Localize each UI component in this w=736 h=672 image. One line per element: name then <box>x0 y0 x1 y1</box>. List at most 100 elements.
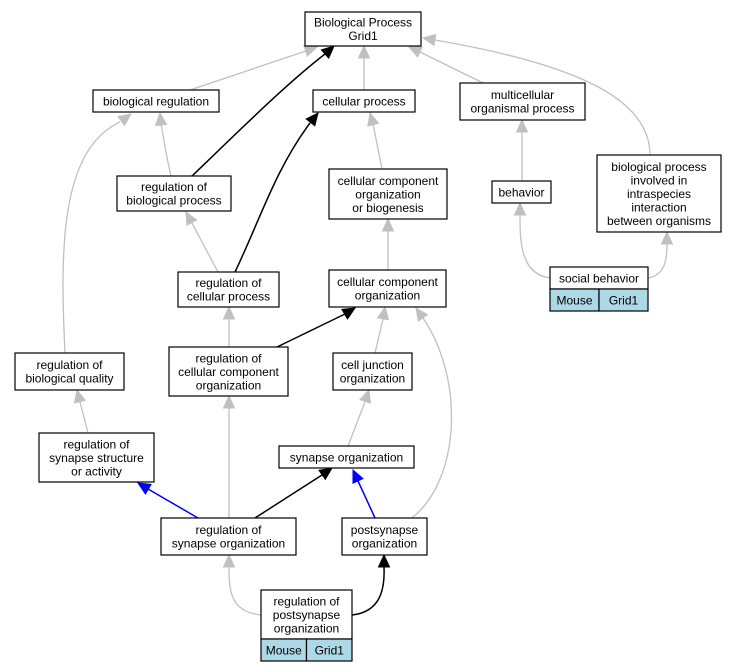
arrowhead-regulation-of-biological-process-to-biological-regulation <box>154 111 168 127</box>
node-label-line: biological process <box>126 194 221 208</box>
node-box <box>341 517 428 556</box>
node-box <box>168 346 289 397</box>
node-label-line: organization <box>196 378 261 392</box>
edge-regulation-of-cellular-process-to-cellular-process <box>234 122 311 273</box>
node-box <box>116 175 232 212</box>
node-label-line: or biogenesis <box>352 201 423 215</box>
node-regulation-of-postsynapse-organization[interactable]: regulation ofpostsynapseorganizationMous… <box>260 589 353 662</box>
node-label-line: synapse organization <box>290 450 403 464</box>
node-box <box>459 82 586 121</box>
node-behavior[interactable]: behavior <box>491 180 552 204</box>
edge-postsynapse-organization-to-cellular-component-organization <box>411 317 453 519</box>
node-label-line: cellular process <box>322 94 405 108</box>
edge-regulation-of-synapse-organization-to-synapse-organization <box>254 474 323 519</box>
arrowhead-postsynapse-organization-to-synapse-organization <box>352 468 364 484</box>
node-label-line: cell junction <box>341 358 404 372</box>
arrowhead-cell-junction-organization-to-cellular-component-organization <box>376 305 390 321</box>
node-label-line: regulation of <box>36 358 103 372</box>
node-label-line: social behavior <box>559 271 639 285</box>
tag-label-grid1: Grid1 <box>315 643 345 657</box>
edge-synapse-organization-to-cell-junction-organization <box>347 401 366 447</box>
arrowhead-regulation-of-cellular-component-organization-to-regulation-of-cellular-process <box>222 305 236 320</box>
node-label-line: regulation of <box>195 276 262 290</box>
edge-cell-junction-organization-to-cellular-component-organization <box>374 318 384 354</box>
arrowhead-regulation-of-postsynapse-organization-to-postsynapse-organization <box>377 553 391 568</box>
node-box <box>177 271 280 308</box>
node-label-line: between organisms <box>607 214 711 228</box>
node-box <box>312 89 416 113</box>
node-label-line: organization <box>355 187 420 201</box>
node-label-line: regulation of <box>63 437 130 451</box>
edge-regulation-of-postsynapse-organization-to-postsynapse-organization <box>351 566 385 616</box>
tag-box-grid1 <box>305 638 353 662</box>
arrowhead-postsynapse-organization-to-cellular-component-organization <box>415 307 429 322</box>
node-box <box>332 352 413 391</box>
node-label-line: Biological Process <box>314 16 412 30</box>
edge-biological-regulation-to-root <box>189 49 310 91</box>
node-label-line: biological process <box>611 160 706 174</box>
node-synapse-organization[interactable]: synapse organization <box>278 445 415 469</box>
edge-social-behavior-to-behavior <box>519 214 552 279</box>
node-box <box>14 352 125 391</box>
arrowhead-regulation-of-postsynapse-organization-to-regulation-of-synapse-organization <box>222 553 236 568</box>
node-label-line: organismal process <box>470 102 574 116</box>
node-label-line: organization <box>352 537 417 551</box>
arrowhead-social-behavior-to-behavior <box>513 201 527 216</box>
node-label-line: postsynapse <box>351 523 419 537</box>
node-label-line: synapse structure <box>49 451 144 465</box>
edge-biological-process-involved-in-intraspecies-interaction-to-root <box>434 39 651 156</box>
arrowhead-cellular-component-organization-to-cellular-component-organization-or-biogenesis <box>381 217 395 232</box>
arrowhead-regulation-of-synapse-organization-to-regulation-of-cellular-component-organization <box>222 394 236 409</box>
arrowhead-biological-process-involved-in-intraspecies-interaction-to-root <box>421 33 437 47</box>
edge-regulation-of-biological-process-to-biological-regulation <box>160 123 172 177</box>
edge-regulation-of-cellular-component-organization-to-cellular-component-organization <box>276 313 346 348</box>
arrowhead-social-behavior-to-biological-process-involved-in-intraspecies-interaction <box>660 230 674 245</box>
edge-regulation-of-biological-process-to-root <box>191 53 326 177</box>
arrowhead-cellular-process-to-root <box>357 44 371 59</box>
tag-label-mouse: Mouse <box>556 293 592 307</box>
node-box <box>596 154 722 233</box>
node-cellular-process[interactable]: cellular process <box>312 89 416 113</box>
node-label-line: multicellular <box>491 88 554 102</box>
arrowhead-regulation-of-biological-process-to-root <box>320 45 335 59</box>
arrowhead-regulation-of-synapse-organization-to-synapse-organization <box>318 467 333 481</box>
arrowhead-behavior-to-multicellular-organismal-process <box>515 118 529 133</box>
node-label-line: biological quality <box>25 372 113 386</box>
edge-multicellular-organismal-process-to-root <box>419 51 484 84</box>
node-box <box>38 432 155 483</box>
tag-label-grid1: Grid1 <box>609 293 639 307</box>
arrowhead-regulation-of-cellular-process-to-regulation-of-biological-process <box>185 210 198 226</box>
edge-regulation-of-synapse-organization-to-regulation-of-synapse-structure-or-activity <box>147 488 199 519</box>
node-label-line: behavior <box>498 185 544 199</box>
edge-postsynapse-organization-to-synapse-organization <box>357 480 376 519</box>
tag-label-mouse: Mouse <box>266 643 302 657</box>
node-label-line: postsynapse <box>273 608 341 622</box>
node-box <box>160 517 297 556</box>
edge-regulation-of-cellular-process-to-regulation-of-biological-process <box>191 222 219 273</box>
node-label-line: regulation of <box>141 180 208 194</box>
node-label-line: cellular component <box>178 365 279 379</box>
arrowhead-regulation-of-biological-quality-to-biological-regulation <box>117 113 132 127</box>
node-box <box>491 180 552 204</box>
node-box <box>328 168 448 220</box>
node-biological-regulation[interactable]: biological regulation <box>92 89 220 113</box>
arrowhead-biological-regulation-to-root <box>303 44 319 57</box>
arrowhead-regulation-of-cellular-process-to-cellular-process <box>305 112 319 127</box>
node-label-line: regulation of <box>195 523 262 537</box>
